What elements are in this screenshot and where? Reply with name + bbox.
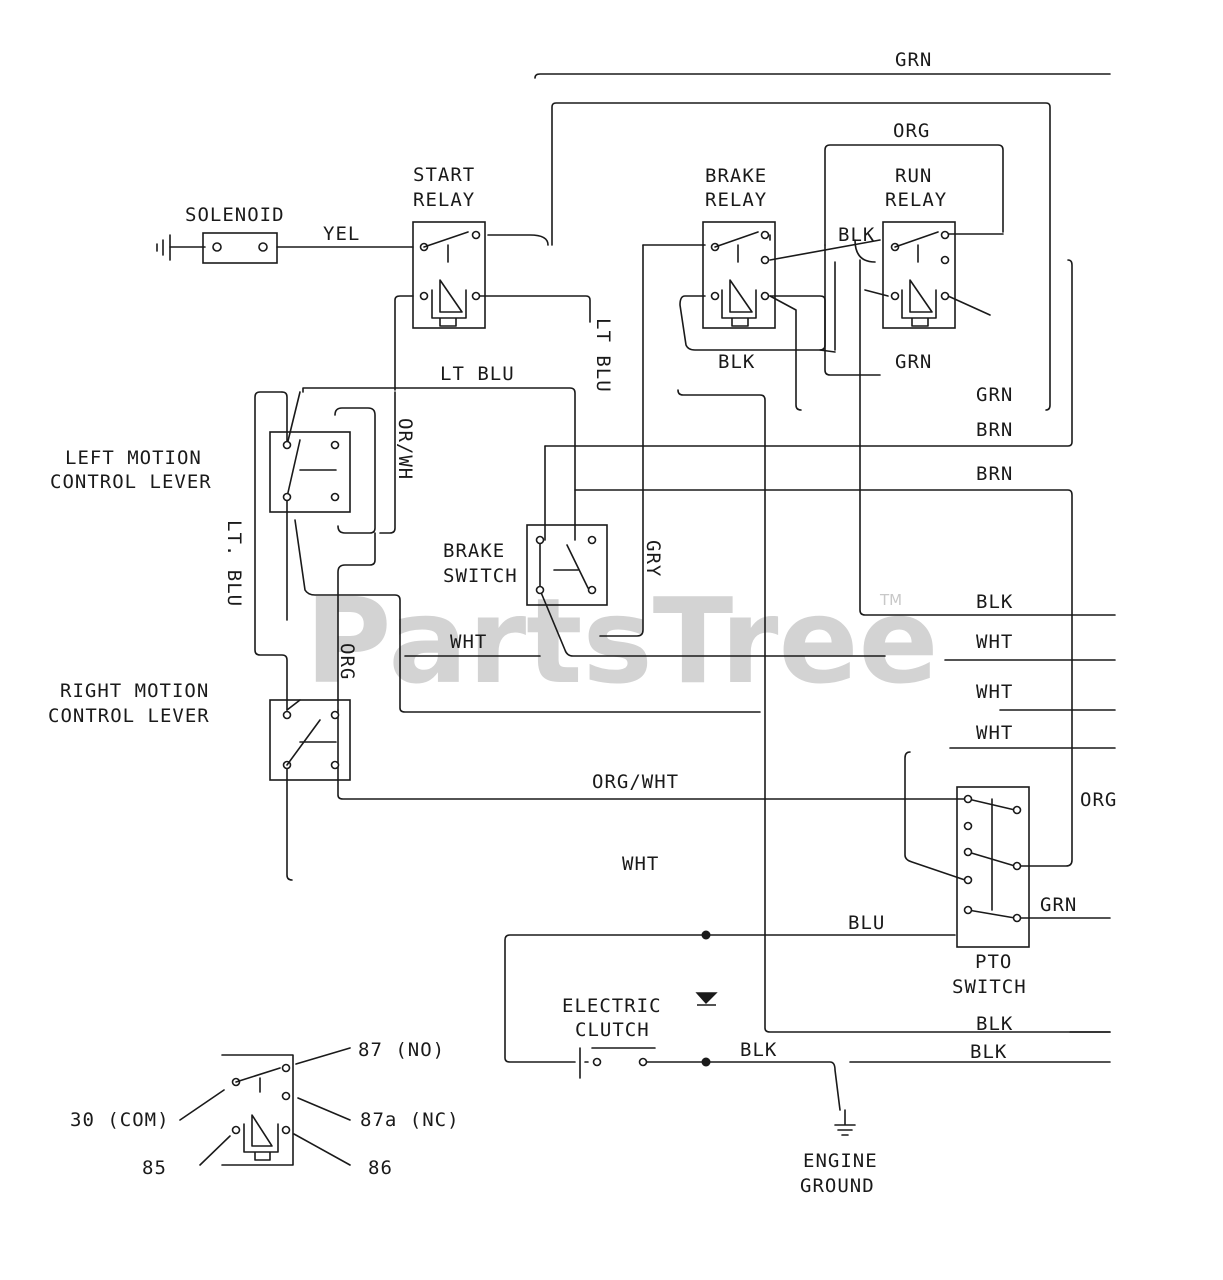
legend-pin-87a: 87a (NC) [360, 1109, 460, 1131]
electric-clutch-label-2: CLUTCH [575, 1019, 650, 1041]
watermark-trademark: TM [879, 591, 902, 609]
junction-dot [701, 1057, 711, 1067]
watermark: PartsTree [305, 572, 939, 710]
run-relay-label-2: RELAY [885, 189, 947, 211]
wire-label-lt-blu-top: LT BLU [440, 363, 515, 385]
brake-relay-label-2: RELAY [705, 189, 767, 211]
wire-label-gry: GRY [642, 540, 664, 577]
brake-switch [526, 524, 608, 606]
junction-dot [701, 930, 711, 940]
wire-label-brn-2: BRN [976, 463, 1013, 485]
wire-label-blk-bottom-2: BLK [970, 1041, 1007, 1063]
pto-switch [956, 786, 1030, 948]
wire-label-brn-1: BRN [976, 419, 1013, 441]
wire-label-blk-relay: BLK [838, 224, 875, 246]
diode-icon [695, 992, 718, 1006]
right-motion-lever [269, 699, 351, 781]
brake-relay [702, 221, 776, 329]
pto-switch-label-2: SWITCH [952, 976, 1027, 998]
wire-label-yel: YEL [323, 223, 360, 245]
start-relay-label-2: RELAY [413, 189, 475, 211]
relay-legend [179, 1047, 351, 1166]
wire-label-wht-2: WHT [976, 681, 1013, 703]
wire-label-grn-right: GRN [976, 384, 1013, 406]
left-motion-label-1: LEFT MOTION [65, 447, 202, 469]
solenoid-label: SOLENOID [185, 204, 285, 226]
wire-label-wht-left: WHT [450, 631, 487, 653]
wire-label-wht-3: WHT [976, 722, 1013, 744]
wire-label-lt-blu-vertical: LT BLU [592, 318, 614, 393]
wire-label-blu: BLU [848, 912, 885, 934]
wire-label-wht-1: WHT [976, 631, 1013, 653]
brake-switch-label-2: SWITCH [443, 565, 518, 587]
legend-pin-86: 86 [368, 1157, 393, 1179]
electric-clutch-label-1: ELECTRIC [562, 995, 662, 1017]
wire-label-grn-top: GRN [895, 49, 932, 71]
pto-switch-label-1: PTO [975, 951, 1012, 973]
start-relay-label-1: START [413, 164, 475, 186]
right-motion-label-2: CONTROL LEVER [48, 705, 210, 727]
left-motion-lever [269, 431, 351, 513]
wire-label-grn-mid: GRN [895, 351, 932, 373]
brake-switch-label-1: BRAKE [443, 540, 505, 562]
engine-ground-label-2: GROUND [800, 1175, 875, 1197]
wire-label-or-wh: OR/WH [394, 418, 416, 480]
run-relay [882, 221, 956, 329]
electric-clutch [579, 1047, 656, 1079]
wire-lines [156, 73, 1116, 1136]
legend-pin-87: 87 (NO) [358, 1039, 445, 1061]
start-relay [412, 221, 486, 329]
wire-label-blk-right: BLK [976, 591, 1013, 613]
wire-label-grn-pto: GRN [1040, 894, 1077, 916]
legend-pin-85: 85 [142, 1157, 167, 1179]
wire-label-lt-blu-left: LT. BLU [223, 520, 245, 607]
wire-label-blk-bottom-1: BLK [976, 1013, 1013, 1035]
solenoid [202, 232, 278, 264]
run-relay-label-1: RUN [895, 165, 932, 187]
left-motion-label-2: CONTROL LEVER [50, 471, 212, 493]
wire-label-org-top: ORG [893, 120, 930, 142]
brake-relay-label-1: BRAKE [705, 165, 767, 187]
right-motion-label-1: RIGHT MOTION [60, 680, 209, 702]
wire-label-org-vertical: ORG [336, 643, 358, 680]
wire-label-wht-center: WHT [622, 853, 659, 875]
wire-label-blk-clutch: BLK [740, 1039, 777, 1061]
wire-label-blk-brake: BLK [718, 351, 755, 373]
wire-label-org-wht: ORG/WHT [592, 771, 679, 793]
engine-ground-label-1: ENGINE [803, 1150, 878, 1172]
wire-label-org-right: ORG [1080, 789, 1117, 811]
legend-pin-30: 30 (COM) [70, 1109, 170, 1131]
